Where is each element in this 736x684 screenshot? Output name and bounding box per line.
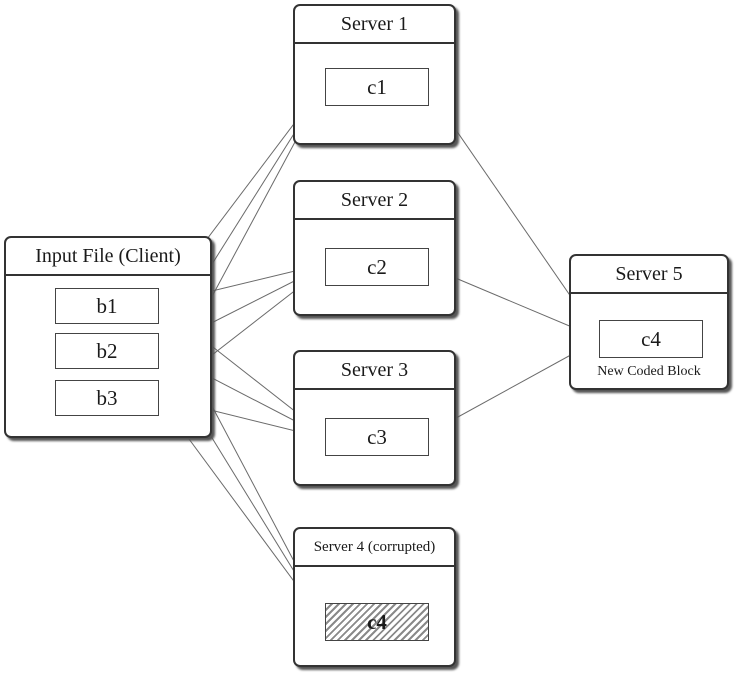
client-block-b3: b3 — [55, 380, 159, 416]
server-5-box: Server 5 c4 New Coded Block — [569, 254, 729, 390]
server-3-box: Server 3 c3 — [293, 350, 456, 486]
server-1-box: Server 1 c1 — [293, 4, 456, 145]
server-2-title: Server 2 — [295, 182, 454, 220]
server-3-block: c3 — [325, 418, 429, 456]
server-5-caption: New Coded Block — [597, 364, 701, 379]
client-title: Input File (Client) — [6, 238, 210, 276]
server-4-box: Server 4 (corrupted) c4 — [293, 527, 456, 667]
server-1-title: Server 1 — [295, 6, 454, 44]
server-4-title: Server 4 (corrupted) — [295, 529, 454, 567]
client-box: Input File (Client) b1 b2 b3 — [4, 236, 212, 438]
server-4-corrupted-block: c4 — [325, 603, 429, 641]
client-block-b2: b2 — [55, 333, 159, 369]
server-2-box: Server 2 c2 — [293, 180, 456, 316]
client-block-b1: b1 — [55, 288, 159, 324]
server-3-title: Server 3 — [295, 352, 454, 390]
server-5-block: c4 — [599, 320, 703, 358]
server-1-block: c1 — [325, 68, 429, 106]
server-2-block: c2 — [325, 248, 429, 286]
server-5-title: Server 5 — [571, 256, 727, 294]
